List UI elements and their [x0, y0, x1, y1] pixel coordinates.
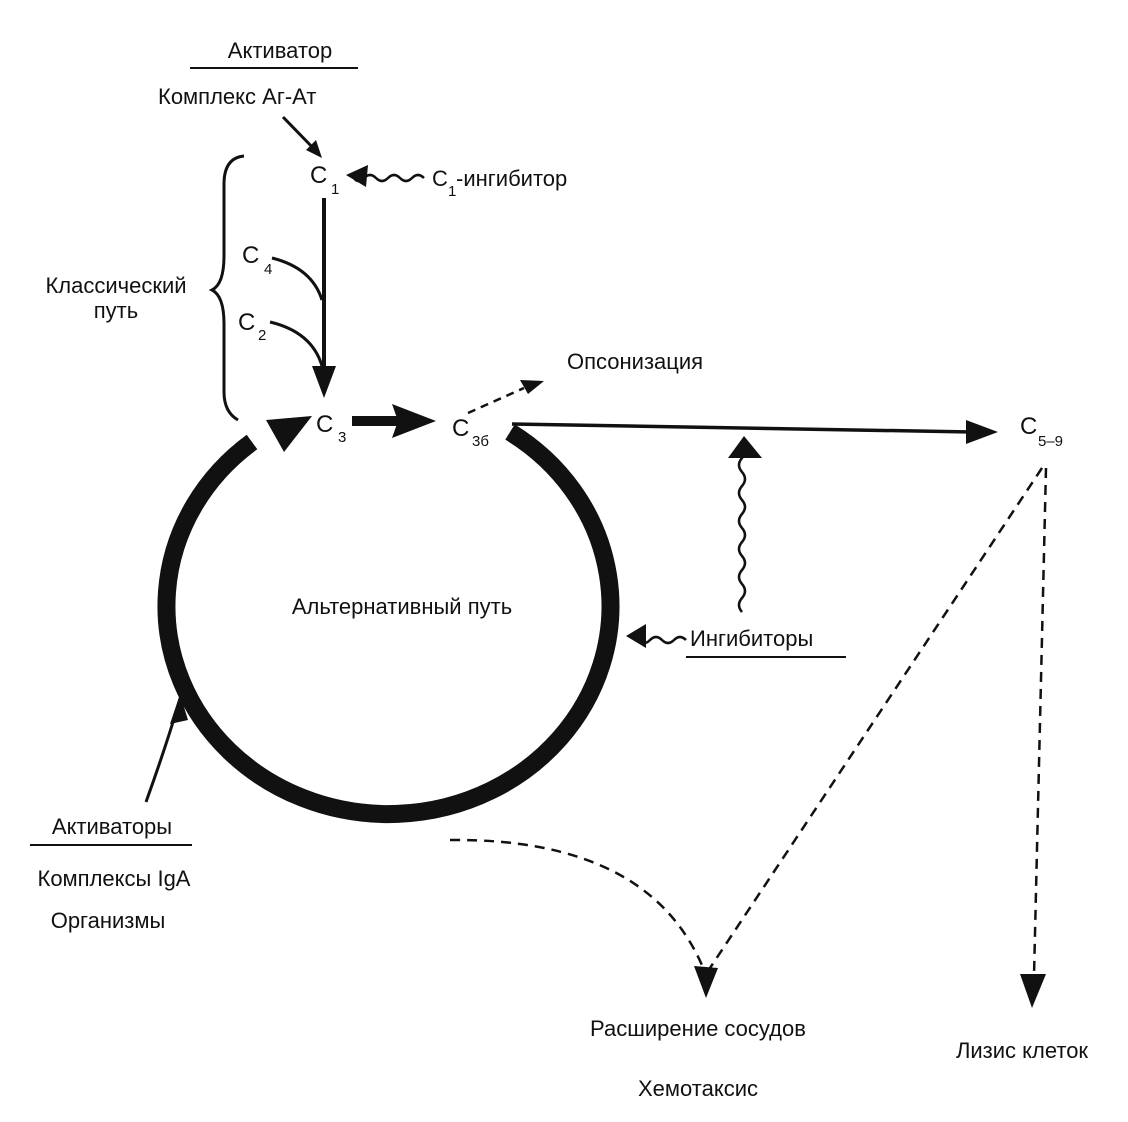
c2-curve	[269, 320, 324, 367]
cell-lysis-label: Лизис клеток	[956, 1038, 1088, 1063]
svg-text:-ингибитор: -ингибитор	[456, 166, 567, 191]
classical-activator-heading: Активатор	[228, 38, 332, 63]
inhibitors-circle-arrowhead	[626, 624, 646, 648]
svg-text:C: C	[1020, 413, 1037, 440]
svg-text:2: 2	[258, 327, 266, 344]
lysis-arrowhead	[1020, 974, 1046, 1008]
inhibitors-label: Ингибиторы	[690, 626, 813, 651]
node-c3: C 3	[316, 411, 346, 446]
inhibitors-wavy-line-horizontal	[638, 635, 687, 645]
c3-to-c3b-arrowhead	[392, 404, 436, 438]
alternative-activators-item2: Организмы	[51, 908, 166, 933]
node-c5-9: C 5–9	[1020, 413, 1063, 450]
c1-inhibitor-arrowhead	[346, 165, 368, 187]
c5-9-to-vasodilation-dashed	[708, 467, 1044, 969]
svg-text:C: C	[238, 309, 255, 336]
svg-text:C: C	[452, 415, 469, 442]
opsonization-label: Опсонизация	[567, 349, 703, 374]
c1-to-c3-arrowhead	[312, 366, 336, 398]
svg-text:C: C	[316, 411, 333, 438]
c5-9-to-lysis-dashed	[1032, 467, 1048, 977]
svg-text:C: C	[432, 166, 448, 191]
svg-text:C: C	[242, 242, 259, 269]
alternative-path-circle	[157, 424, 620, 824]
inhibitors-wavy-line-vertical	[737, 443, 747, 613]
svg-text:3б: 3б	[472, 433, 489, 450]
activator-to-c1-arrowhead	[306, 140, 322, 158]
svg-text:4: 4	[264, 261, 272, 278]
svg-text:3: 3	[338, 429, 346, 446]
c3b-to-opsonization-dashed	[467, 386, 525, 415]
classical-path-label-line2: путь	[94, 298, 138, 323]
alternative-activators-item1: Комплексы IgA	[38, 866, 191, 891]
circle-to-c3-arrowhead	[266, 416, 312, 452]
c1-inhibitor-label: C 1 -ингибитор	[432, 166, 567, 200]
classical-activator-item: Комплекс Аг-Ат	[158, 84, 316, 109]
node-c1: C 1	[310, 162, 339, 198]
c3b-to-c5-9-line	[511, 422, 973, 434]
inhibitors-up-arrowhead	[728, 436, 762, 458]
classical-path-label-line1: Классический	[45, 273, 186, 298]
c4-curve	[271, 256, 324, 301]
alternative-path-label: Альтернативный путь	[292, 594, 512, 619]
circle-to-vasodilation-dashed	[449, 838, 706, 971]
classical-path-brace	[208, 154, 245, 422]
chemotaxis-label: Хемотаксис	[638, 1076, 758, 1101]
vasodilation-arrowhead	[694, 966, 718, 998]
svg-text:5–9: 5–9	[1038, 433, 1063, 450]
node-c4: C 4	[242, 242, 272, 278]
svg-text:1: 1	[448, 183, 456, 200]
svg-text:1: 1	[331, 181, 339, 198]
node-c3b: C 3б	[452, 415, 489, 450]
vasodilation-label: Расширение сосудов	[590, 1016, 806, 1041]
c5-9-arrowhead	[966, 420, 998, 444]
opsonization-arrowhead	[520, 380, 544, 394]
alternative-activators-heading: Активаторы	[52, 814, 172, 839]
node-c2: C 2	[238, 309, 266, 344]
svg-text:C: C	[310, 162, 327, 189]
alternative-activators-arrowhead	[170, 694, 188, 724]
